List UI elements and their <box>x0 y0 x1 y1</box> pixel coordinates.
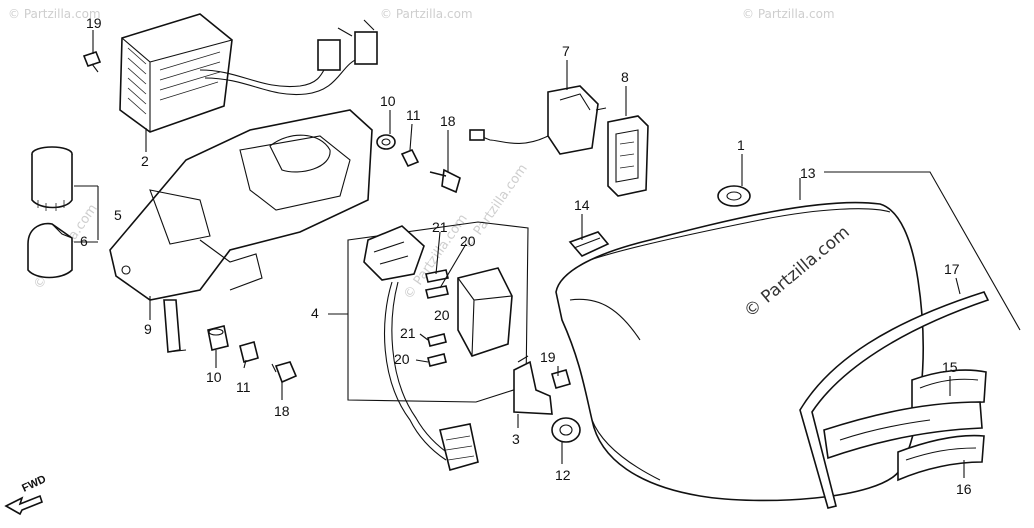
callout-13: 13 <box>800 165 816 181</box>
callout-19: 19 <box>86 15 102 31</box>
faint-watermark: © Partzilla.com <box>742 7 835 21</box>
bracket-part <box>109 109 373 353</box>
callout-21: 21 <box>432 219 448 235</box>
grommet-collar-bolt-upper <box>376 134 461 194</box>
grommet-collar-bolt-lower <box>207 325 298 384</box>
relay-part <box>27 146 73 279</box>
faint-watermark: © Partzilla.com <box>380 7 473 21</box>
callout-20: 20 <box>394 351 410 367</box>
rubber-part <box>568 231 610 257</box>
callout-1: 1 <box>737 137 745 153</box>
callout-11: 11 <box>406 107 421 123</box>
callout-10: 10 <box>380 93 396 109</box>
grommet-part <box>551 417 581 443</box>
callout-20: 20 <box>460 233 476 249</box>
tank-grommet-part <box>717 185 751 207</box>
callout-8: 8 <box>621 69 629 85</box>
callout-9: 9 <box>144 321 152 337</box>
emblem-parts <box>823 369 987 482</box>
bolt-part <box>82 51 102 73</box>
clip-and-bolt <box>513 355 571 415</box>
callout-6: 6 <box>80 233 88 249</box>
resistor-subassembly <box>347 221 529 471</box>
callout-3: 3 <box>512 431 520 447</box>
callout-10: 10 <box>206 369 222 385</box>
callout-19: 19 <box>540 349 556 365</box>
cover-part <box>607 115 649 197</box>
stripe-part <box>799 291 990 509</box>
fwd-arrow: FWD <box>4 473 48 516</box>
faint-watermark: © Partzilla.com <box>8 7 101 21</box>
callout-16: 16 <box>956 481 972 497</box>
callout-2: 2 <box>141 153 149 169</box>
regulator-part <box>119 13 378 133</box>
callout-21: 21 <box>400 325 416 341</box>
callout-14: 14 <box>574 197 590 213</box>
switch-part <box>469 85 607 155</box>
fwd-label: FWD <box>20 473 48 494</box>
callout-18: 18 <box>440 113 456 129</box>
callout-15: 15 <box>942 359 958 375</box>
callout-7: 7 <box>562 43 570 59</box>
leader-lines <box>74 30 1021 478</box>
callout-17: 17 <box>944 261 960 277</box>
callout-4: 4 <box>311 305 319 321</box>
callout-labels: 19 2 5 6 9 10 11 18 7 8 1 13 14 21 20 20… <box>80 15 972 497</box>
callout-5: 5 <box>114 207 122 223</box>
callout-12: 12 <box>555 467 571 483</box>
callout-18: 18 <box>274 403 290 419</box>
callout-20: 20 <box>434 307 450 323</box>
callout-11: 11 <box>236 379 251 395</box>
